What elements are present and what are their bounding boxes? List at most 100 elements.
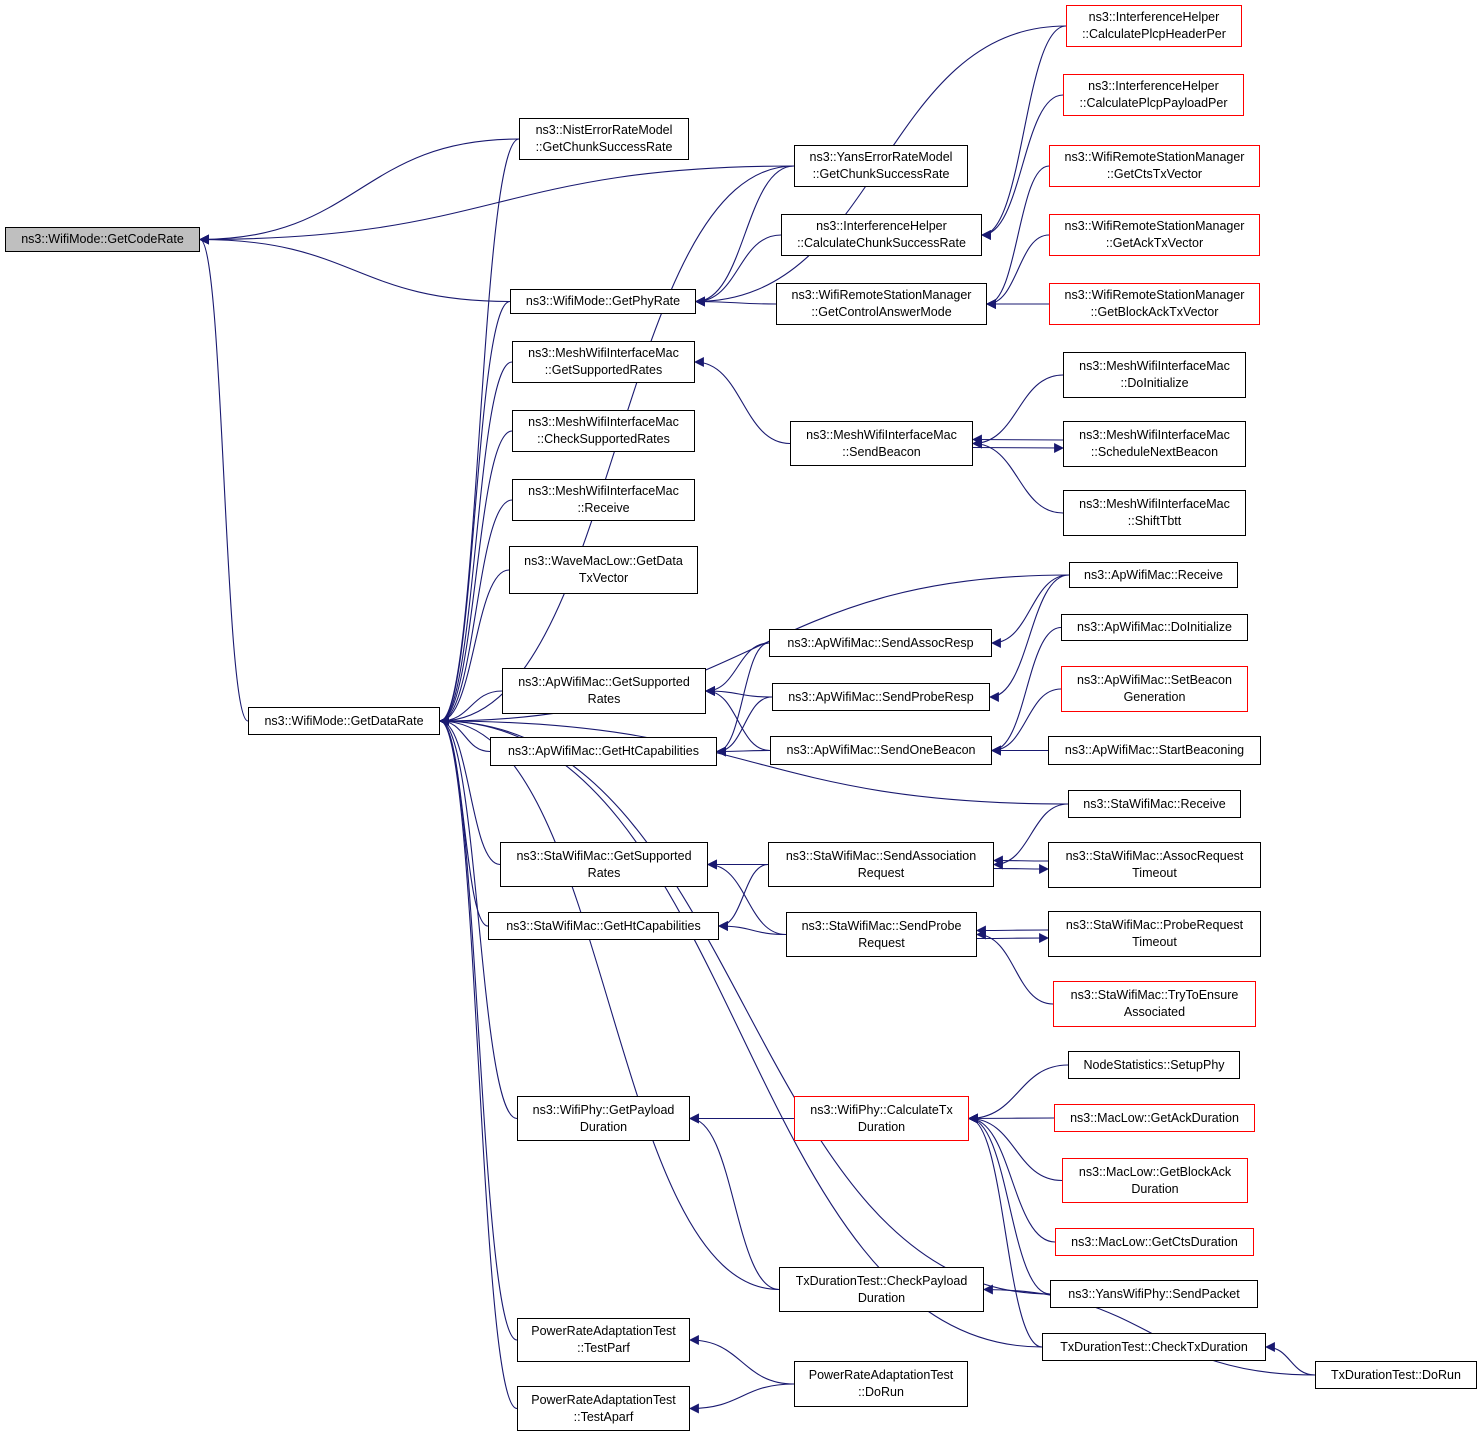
node-label: ns3::YansErrorRateModel bbox=[809, 150, 953, 164]
node-yans-send-packet[interactable]: ns3::YansWifiPhy::SendPacket bbox=[1050, 1280, 1258, 1308]
node-label: ::GetCtsTxVector bbox=[1106, 167, 1203, 181]
edge-wave-get-data-to-get-data-rate bbox=[439, 569, 510, 726]
node-ap-receive[interactable]: ns3::ApWifiMac::Receive bbox=[1069, 562, 1238, 588]
node-label: ns3::ApWifiMac::Receive bbox=[1084, 567, 1223, 582]
node-label: Request bbox=[858, 935, 905, 950]
edge-ap-send-assoc-to-ap-get-supported bbox=[705, 642, 770, 696]
node-label: ns3::WifiMode::GetPhyRate bbox=[525, 294, 681, 308]
edge-interf-payload-to-interf-chunk bbox=[981, 94, 1064, 240]
node-mesh-receive[interactable]: ns3::MeshWifiInterfaceMac::Receive bbox=[512, 479, 695, 521]
node-label: Duration bbox=[1131, 1181, 1179, 1196]
edge-ap-receive-to-ap-send-probe bbox=[989, 574, 1070, 702]
node-rsm-get-block-ack-tx-vector[interactable]: ns3::WifiRemoteStationManager::GetBlockA… bbox=[1049, 283, 1260, 325]
node-node-statistics-setup-phy[interactable]: NodeStatistics::SetupPhy bbox=[1068, 1051, 1240, 1079]
edge-tx-check-payload-to-phy-get-payload bbox=[689, 1113, 780, 1291]
node-label: ::Receive bbox=[577, 501, 630, 515]
node-mesh-do-initialize[interactable]: ns3::MeshWifiInterfaceMac::DoInitialize bbox=[1063, 352, 1246, 398]
node-label: ::DoRun bbox=[858, 1385, 904, 1399]
node-yans-get-chunk-success-rate[interactable]: ns3::YansErrorRateModel::GetChunkSuccess… bbox=[794, 145, 968, 187]
node-get-data-rate[interactable]: ns3::WifiMode::GetDataRate bbox=[248, 707, 440, 735]
node-pra-test-parf[interactable]: PowerRateAdaptationTest::TestParf bbox=[517, 1318, 690, 1362]
node-label: ::GetSupportedRates bbox=[544, 363, 663, 377]
node-interference-calculate-plcp-payload-per[interactable]: ns3::InterferenceHelper::CalculatePlcpPa… bbox=[1063, 74, 1244, 116]
node-mesh-get-supported-rates[interactable]: ns3::MeshWifiInterfaceMac::GetSupportedR… bbox=[512, 341, 695, 383]
node-label: TxDurationTest::CheckPayload bbox=[795, 1273, 968, 1288]
node-mesh-check-supported-rates[interactable]: ns3::MeshWifiInterfaceMac::CheckSupporte… bbox=[512, 410, 695, 452]
node-label: ns3::MeshWifiInterfaceMac bbox=[528, 484, 679, 498]
node-label: PowerRateAdaptationTest bbox=[808, 1368, 954, 1382]
edge-ap-set-beacon-to-ap-send-one-beacon bbox=[991, 688, 1062, 756]
edge-ap-receive-to-ap-send-assoc bbox=[991, 574, 1070, 648]
node-mesh-send-beacon[interactable]: ns3::MeshWifiInterfaceMac::SendBeacon bbox=[790, 421, 973, 466]
node-label: ns3::StaWifiMac::SendAssociation bbox=[785, 848, 977, 863]
edge-ap-send-probe-to-ap-get-ht bbox=[716, 696, 773, 757]
node-sta-receive[interactable]: ns3::StaWifiMac::Receive bbox=[1068, 790, 1241, 818]
node-ap-send-assoc-resp[interactable]: ns3::ApWifiMac::SendAssocResp bbox=[769, 629, 992, 657]
node-sta-get-ht-capabilities[interactable]: ns3::StaWifiMac::GetHtCapabilities bbox=[488, 912, 719, 940]
node-ap-send-one-beacon[interactable]: ns3::ApWifiMac::SendOneBeacon bbox=[770, 736, 992, 765]
node-rsm-get-ack-tx-vector[interactable]: ns3::WifiRemoteStationManager::GetAckTxV… bbox=[1049, 214, 1260, 256]
node-label: ns3::ApWifiMac::GetHtCapabilities bbox=[507, 744, 700, 758]
node-maclow-get-cts-duration[interactable]: ns3::MacLow::GetCtsDuration bbox=[1055, 1228, 1254, 1256]
edge-nist-chunk-to-get-data-rate bbox=[439, 138, 520, 726]
node-label: ns3::MeshWifiInterfaceMac bbox=[528, 346, 679, 360]
node-label: ns3::MacLow::GetCtsDuration bbox=[1071, 1234, 1238, 1249]
node-label: Generation bbox=[1123, 690, 1186, 704]
node-tx-check-tx-duration[interactable]: TxDurationTest::CheckTxDuration bbox=[1042, 1333, 1266, 1361]
edge-rsm-ack-to-rsm-control bbox=[986, 234, 1050, 309]
edge-rsm-cts-to-rsm-control bbox=[986, 165, 1050, 309]
node-maclow-get-ack-duration[interactable]: ns3::MacLow::GetAckDuration bbox=[1054, 1104, 1255, 1132]
node-label: ns3::StaWifiMac::TryToEnsure bbox=[1070, 988, 1239, 1002]
node-interference-calculate-chunk-success-rate[interactable]: ns3::InterferenceHelper::CalculateChunkS… bbox=[781, 214, 982, 256]
node-label: Associated bbox=[1123, 1005, 1186, 1019]
node-label: ns3::YansWifiPhy::SendPacket bbox=[1068, 1286, 1240, 1301]
node-label: TxDurationTest::CheckTxDuration bbox=[1060, 1339, 1248, 1354]
node-label: ns3::StaWifiMac::GetHtCapabilities bbox=[506, 918, 701, 933]
node-label: Duration bbox=[579, 1119, 628, 1134]
node-get-phy-rate[interactable]: ns3::WifiMode::GetPhyRate bbox=[510, 289, 696, 314]
node-ap-get-ht-capabilities[interactable]: ns3::ApWifiMac::GetHtCapabilities bbox=[490, 737, 717, 766]
node-label: ns3::MeshWifiInterfaceMac bbox=[1079, 359, 1230, 373]
node-ap-do-initialize[interactable]: ns3::ApWifiMac::DoInitialize bbox=[1061, 614, 1248, 641]
edge-sta-receive-to-get-data-rate bbox=[439, 716, 1069, 805]
edge-mesh-get-supported-to-get-data-rate bbox=[439, 361, 513, 726]
node-label: ::CalculatePlcpHeaderPer bbox=[1082, 27, 1226, 41]
node-pra-test-aparf[interactable]: PowerRateAdaptationTest::TestAparf bbox=[517, 1386, 690, 1431]
edge-pra-testaparf-to-get-data-rate bbox=[439, 716, 518, 1410]
node-label: Rates bbox=[587, 692, 621, 706]
node-tx-duration-do-run[interactable]: TxDurationTest::DoRun bbox=[1315, 1361, 1477, 1389]
edge-sta-assoc-timeout-to-sta-send-assoc bbox=[993, 855, 1049, 866]
edge-mesh-schedule-to-mesh-send-beacon bbox=[972, 434, 1064, 445]
node-label: ns3::WaveMacLow::GetData bbox=[524, 554, 683, 568]
edge-node-setup-phy-to-phy-calc-tx bbox=[968, 1064, 1069, 1124]
edge-yans-chunk-to-get-phy-rate bbox=[695, 165, 795, 307]
node-label: ns3::WifiRemoteStationManager bbox=[791, 288, 972, 302]
node-pra-do-run[interactable]: PowerRateAdaptationTest::DoRun bbox=[794, 1361, 968, 1407]
node-rsm-get-cts-tx-vector[interactable]: ns3::WifiRemoteStationManager::GetCtsTxV… bbox=[1049, 145, 1260, 187]
edge-sta-probe-timeout-to-sta-send-probe bbox=[976, 925, 1049, 936]
node-nist-get-chunk-success-rate[interactable]: ns3::NistErrorRateModel::GetChunkSuccess… bbox=[519, 118, 689, 160]
node-mesh-shift-tbtt[interactable]: ns3::MeshWifiInterfaceMac::ShiftTbtt bbox=[1063, 490, 1246, 536]
node-mesh-schedule-next-beacon[interactable]: ns3::MeshWifiInterfaceMac::ScheduleNextB… bbox=[1063, 421, 1246, 467]
node-interference-calculate-plcp-header-per[interactable]: ns3::InterferenceHelper::CalculatePlcpHe… bbox=[1066, 5, 1242, 47]
node-label: ns3::StaWifiMac::GetSupported bbox=[516, 848, 692, 863]
node-label: NodeStatistics::SetupPhy bbox=[1083, 1057, 1225, 1072]
node-ap-start-beaconing[interactable]: ns3::ApWifiMac::StartBeaconing bbox=[1048, 736, 1261, 765]
node-label: ns3::ApWifiMac::GetSupported bbox=[518, 675, 690, 689]
node-ap-send-probe-resp[interactable]: ns3::ApWifiMac::SendProbeResp bbox=[772, 683, 990, 711]
node-get-code-rate[interactable]: ns3::WifiMode::GetCodeRate bbox=[5, 227, 200, 252]
node-rsm-get-control-answer-mode[interactable]: ns3::WifiRemoteStationManager::GetContro… bbox=[776, 283, 987, 325]
